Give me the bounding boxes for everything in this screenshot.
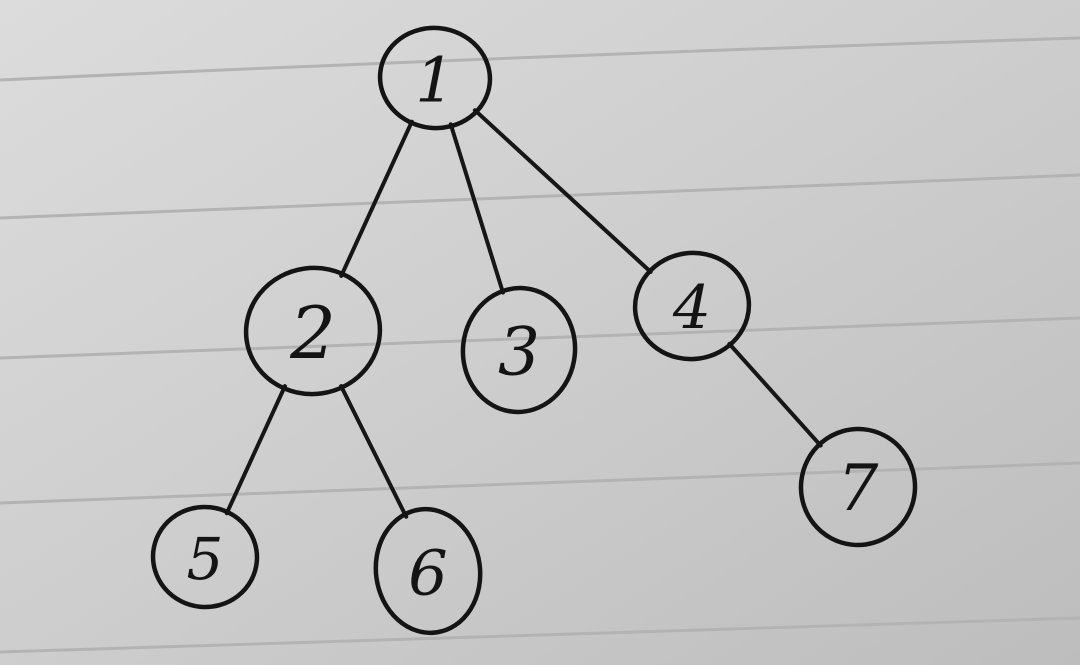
edge-4-7 xyxy=(727,341,823,448)
ruled-line xyxy=(0,36,1080,82)
edge-1-2 xyxy=(339,119,414,278)
node-circle xyxy=(377,25,493,131)
node-circle xyxy=(150,504,260,610)
ruled-line xyxy=(0,461,1080,505)
edge-2-6 xyxy=(339,384,409,519)
ruled-line xyxy=(0,616,1080,654)
node-label: 2 xyxy=(289,291,336,375)
node-circle xyxy=(460,285,578,415)
node-6: 6 xyxy=(373,506,483,636)
tree-edges xyxy=(224,108,823,519)
node-circle xyxy=(373,506,483,636)
node-2: 2 xyxy=(243,265,383,397)
node-circle xyxy=(243,265,383,397)
node-5: 5 xyxy=(150,504,260,610)
node-label: 6 xyxy=(408,537,447,610)
node-label: 5 xyxy=(187,525,224,593)
ruled-line xyxy=(0,316,1080,360)
node-label: 4 xyxy=(672,273,711,343)
edge-2-5 xyxy=(224,384,287,516)
node-label: 3 xyxy=(498,314,540,391)
tree-nodes: 1 2 3 4 5 6 7 xyxy=(150,25,918,636)
edge-1-4 xyxy=(472,108,653,274)
node-7: 7 xyxy=(798,426,918,548)
node-label: 7 xyxy=(838,452,879,526)
ruled-lines xyxy=(0,36,1080,654)
edge-1-3 xyxy=(448,122,505,295)
node-circle xyxy=(798,426,918,548)
node-1: 1 xyxy=(377,25,493,131)
ruled-line xyxy=(0,173,1080,220)
node-3: 3 xyxy=(460,285,578,415)
node-label: 1 xyxy=(415,44,454,117)
node-4: 4 xyxy=(632,250,752,362)
node-circle xyxy=(632,250,752,362)
